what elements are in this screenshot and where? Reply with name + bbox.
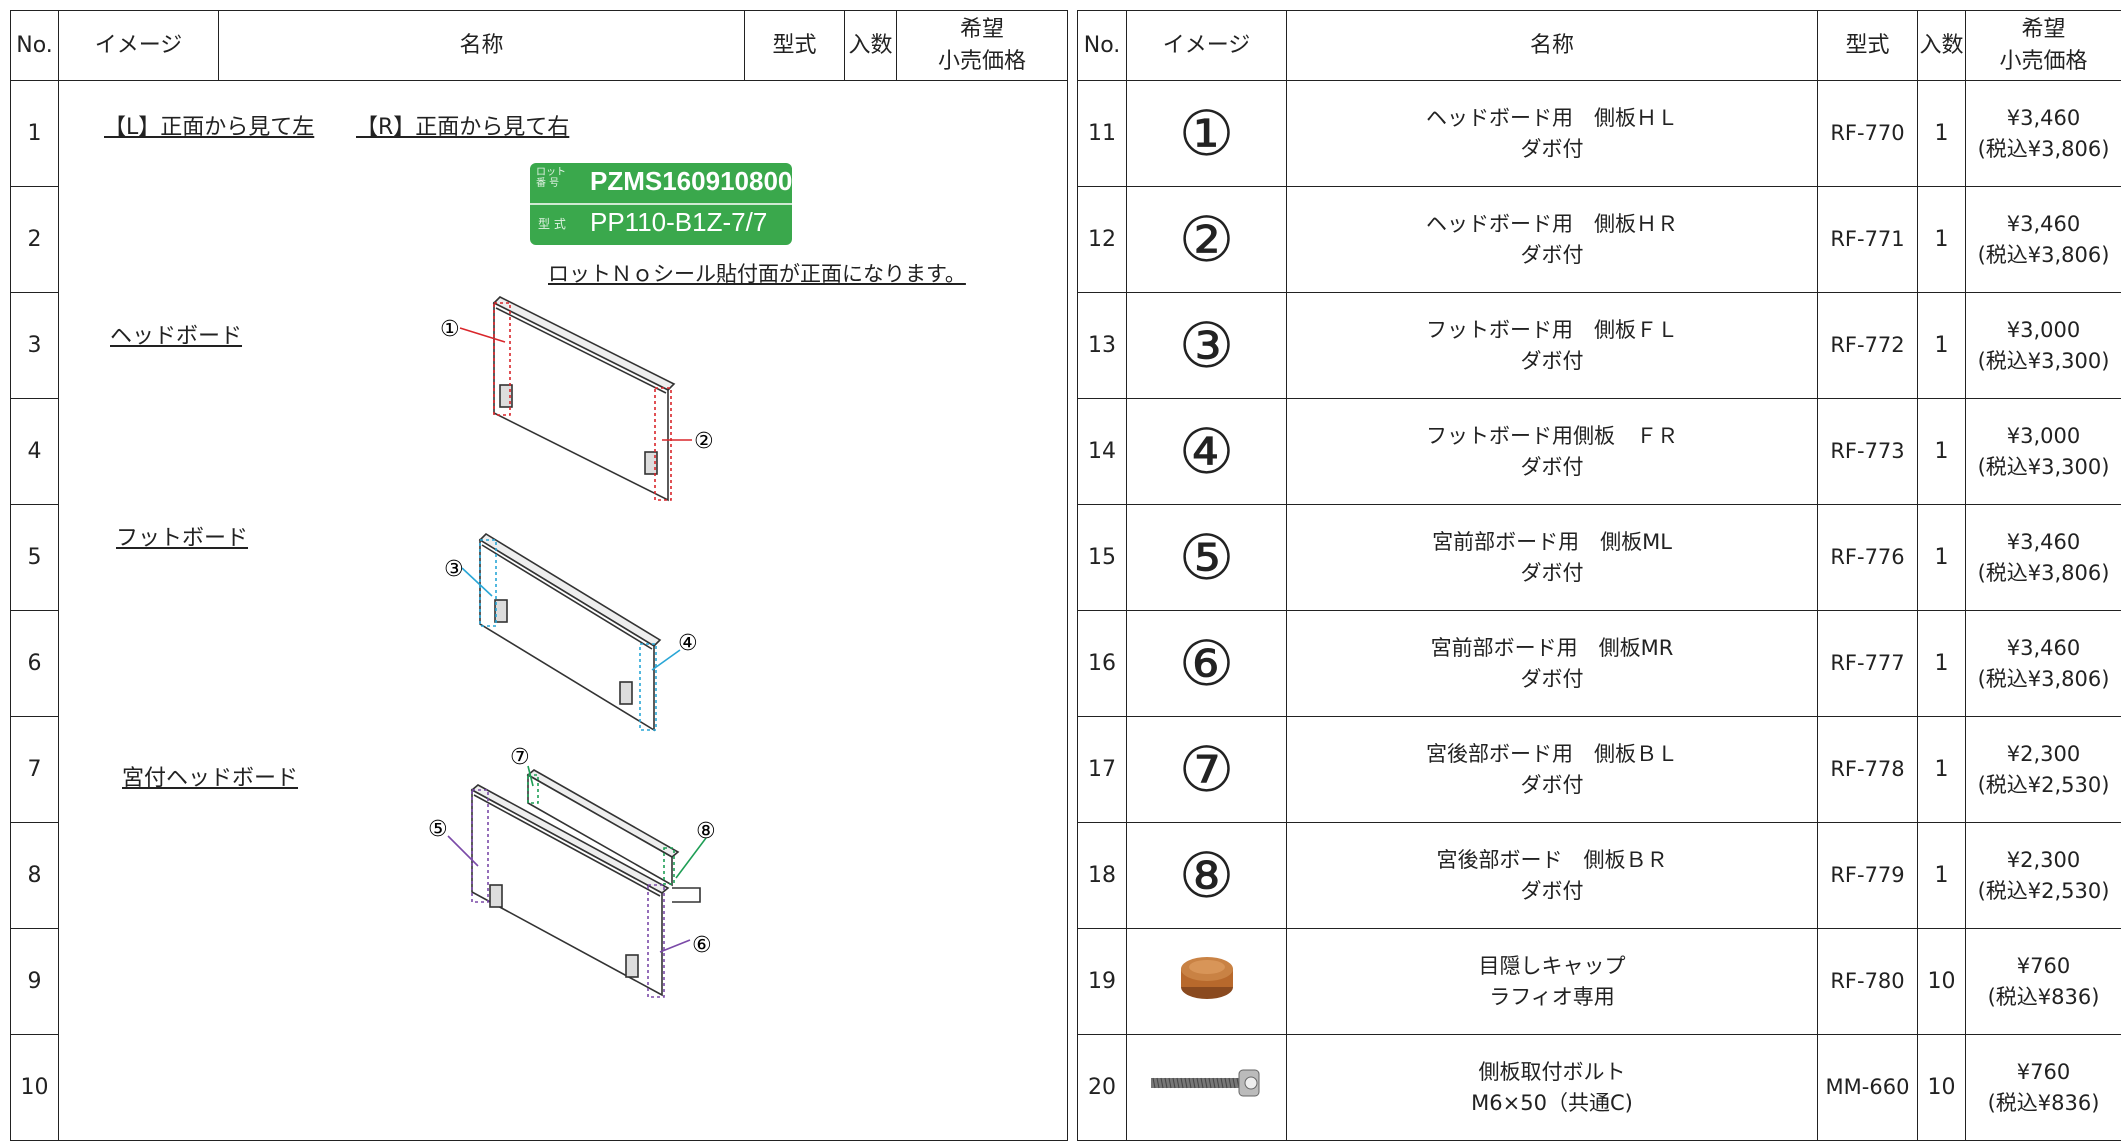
item-number: 17 [1078, 717, 1127, 823]
header-price: 希望小売価格 [1966, 11, 2121, 81]
part-number-icon: ① [1127, 81, 1287, 187]
part-number-icon: ⑥ [1127, 611, 1287, 717]
item-name: 目隠しキャップラフィオ専用 [1287, 929, 1818, 1035]
header-name: 名称 [1287, 11, 1818, 81]
item-model: RF-776 [1818, 505, 1918, 611]
part-number-icon: ② [1127, 187, 1287, 293]
item-qty: 1 [1918, 717, 1966, 823]
row-number: 2 [11, 187, 59, 293]
item-qty: 1 [1918, 293, 1966, 399]
header-no: No. [1078, 11, 1127, 81]
item-model: RF-780 [1818, 929, 1918, 1035]
item-price: ¥3,460(税込¥3,806) [1966, 81, 2121, 187]
item-price: ¥2,300(税込¥2,530) [1966, 823, 2121, 929]
item-price: ¥3,000(税込¥3,300) [1966, 399, 2121, 505]
part-number-icon: ④ [1127, 399, 1287, 505]
header-qty: 入数 [1918, 11, 1966, 81]
part-number-icon: ⑦ [1127, 717, 1287, 823]
item-model: RF-772 [1818, 293, 1918, 399]
item-price: ¥760(税込¥836) [1966, 1035, 2121, 1141]
item-qty: 1 [1918, 399, 1966, 505]
item-qty: 10 [1918, 929, 1966, 1035]
row-number: 6 [11, 611, 59, 717]
item-price: ¥3,460(税込¥3,806) [1966, 187, 2121, 293]
item-model: RF-779 [1818, 823, 1918, 929]
header-name: 名称 [219, 11, 745, 81]
item-number: 18 [1078, 823, 1127, 929]
row-number: 5 [11, 505, 59, 611]
item-price: ¥760(税込¥836) [1966, 929, 2121, 1035]
header-no: No. [11, 11, 59, 81]
item-number: 12 [1078, 187, 1127, 293]
header-price: 希望小売価格 [897, 11, 1068, 81]
item-number: 11 [1078, 81, 1127, 187]
item-qty: 1 [1918, 187, 1966, 293]
item-qty: 1 [1918, 823, 1966, 929]
diagram-area [59, 81, 1068, 1141]
item-number: 16 [1078, 611, 1127, 717]
item-qty: 1 [1918, 81, 1966, 187]
item-number: 14 [1078, 399, 1127, 505]
part-number-icon: ⑤ [1127, 505, 1287, 611]
item-number: 19 [1078, 929, 1127, 1035]
item-number: 20 [1078, 1035, 1127, 1141]
item-model: RF-770 [1818, 81, 1918, 187]
item-number: 15 [1078, 505, 1127, 611]
part-number-icon: ⑧ [1127, 823, 1287, 929]
item-qty: 1 [1918, 505, 1966, 611]
item-model: RF-778 [1818, 717, 1918, 823]
row-number: 9 [11, 929, 59, 1035]
header-image: イメージ [1127, 11, 1287, 81]
item-price: ¥3,460(税込¥3,806) [1966, 611, 2121, 717]
part-number-icon: ③ [1127, 293, 1287, 399]
header-model: 型式 [1818, 11, 1918, 81]
item-number: 13 [1078, 293, 1127, 399]
row-number: 1 [11, 81, 59, 187]
header-model: 型式 [745, 11, 845, 81]
item-model: RF-773 [1818, 399, 1918, 505]
left-header-row: No. イメージ 名称 型式 入数 希望小売価格 [11, 11, 1068, 81]
item-model: RF-777 [1818, 611, 1918, 717]
right-header-row: No. イメージ 名称 型式 入数 希望小売価格 [1078, 11, 2121, 81]
cap-icon [1127, 929, 1287, 1035]
item-price: ¥3,000(税込¥3,300) [1966, 293, 2121, 399]
item-price: ¥2,300(税込¥2,530) [1966, 717, 2121, 823]
row-number: 8 [11, 823, 59, 929]
item-qty: 1 [1918, 611, 1966, 717]
left-table-row: 1 [11, 81, 1068, 187]
row-number: 3 [11, 293, 59, 399]
header-image: イメージ [59, 11, 219, 81]
bolt-icon [1127, 1035, 1287, 1141]
item-qty: 10 [1918, 1035, 1966, 1141]
item-model: MM-660 [1818, 1035, 1918, 1141]
row-number: 7 [11, 717, 59, 823]
row-number: 4 [11, 399, 59, 505]
row-number: 10 [11, 1035, 59, 1141]
item-price: ¥3,460(税込¥3,806) [1966, 505, 2121, 611]
header-qty: 入数 [845, 11, 897, 81]
item-model: RF-771 [1818, 187, 1918, 293]
